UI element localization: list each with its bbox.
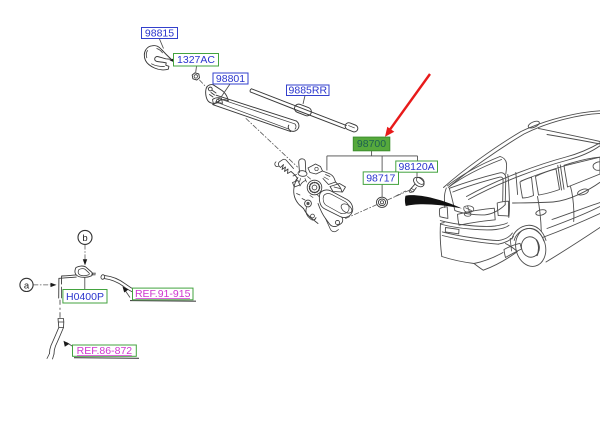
- svg-text:b: b: [82, 233, 87, 244]
- svg-text:98120A: 98120A: [398, 161, 434, 173]
- svg-text:98815: 98815: [145, 28, 174, 40]
- svg-text:a: a: [24, 280, 30, 291]
- svg-text:98801: 98801: [216, 73, 245, 85]
- svg-text:H0400P: H0400P: [66, 291, 104, 303]
- svg-text:REF.86-872: REF.86-872: [77, 345, 133, 357]
- svg-text:9885RR: 9885RR: [289, 85, 328, 97]
- svg-text:1327AC: 1327AC: [177, 54, 215, 66]
- svg-text:REF.91-915: REF.91-915: [135, 288, 191, 300]
- svg-text:98700: 98700: [357, 138, 386, 150]
- svg-text:98717: 98717: [366, 173, 395, 185]
